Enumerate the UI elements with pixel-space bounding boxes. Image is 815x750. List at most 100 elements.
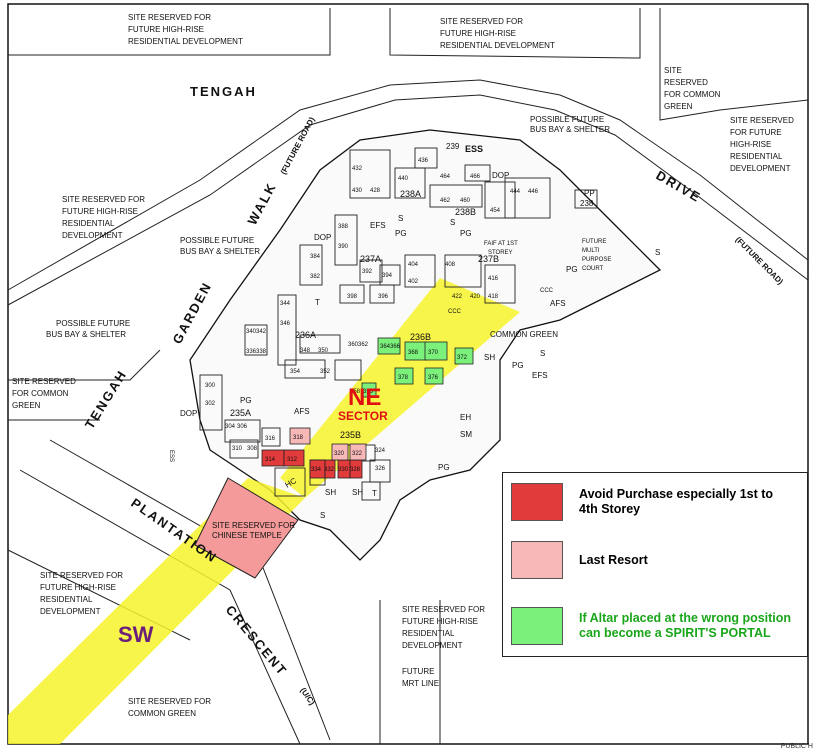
- num-312: 312: [287, 457, 298, 463]
- site-right-3: HIGH-RISE: [730, 140, 771, 149]
- t-2: T: [372, 489, 377, 498]
- site-bottom-center-1: SITE RESERVED FOR: [402, 605, 485, 614]
- site-cg-bottom-2: COMMON GREEN: [128, 709, 196, 718]
- afs-1: AFS: [294, 407, 310, 416]
- site-cg-top-2: RESERVED: [664, 78, 708, 87]
- dop-left: DOP: [180, 409, 197, 418]
- ess-left: ESS: [168, 450, 174, 462]
- block-239: 239: [446, 142, 460, 151]
- num-334: 334: [311, 467, 322, 473]
- faif-1: FAIF AT 1ST: [484, 241, 518, 247]
- s-2: S: [450, 218, 455, 227]
- temple-label-2: CHINESE TEMPLE: [212, 531, 282, 540]
- road-crescent: CRESCENT: [223, 602, 291, 679]
- num-464: 464: [440, 174, 451, 180]
- s-4: S: [540, 349, 545, 358]
- num-422: 422: [452, 294, 463, 300]
- num-344: 344: [280, 301, 291, 307]
- site-top-left-3: RESIDENTIAL DEVELOPMENT: [128, 37, 243, 46]
- num-366: 366: [390, 344, 401, 350]
- block-332: [324, 459, 336, 479]
- block-237b: 237B: [478, 254, 499, 264]
- sh-2: SH: [325, 488, 336, 497]
- site-bottom-left-1: SITE RESERVED FOR: [40, 571, 123, 580]
- num-388: 388: [338, 224, 349, 230]
- num-342: 342: [256, 329, 267, 335]
- map-frame: [7, 3, 809, 745]
- site-top-center-1: SITE RESERVED FOR: [440, 17, 523, 26]
- road-tengah-top: TENGAH: [190, 84, 257, 99]
- num-396: 396: [378, 294, 389, 300]
- site-right-2: FOR FUTURE: [730, 128, 782, 137]
- num-416: 416: [488, 276, 499, 282]
- num-460: 460: [460, 198, 471, 204]
- block-235b: 235B: [340, 430, 361, 440]
- pg-5: PG: [512, 361, 524, 370]
- num-304: 304: [225, 424, 236, 430]
- num-352: 352: [320, 369, 331, 375]
- reserved-site-labels: SITE RESERVED FOR FUTURE HIGH-RISE RESID…: [12, 13, 794, 718]
- site-bottom-center-4: DEVELOPMENT: [402, 641, 463, 650]
- num-348: 348: [300, 348, 311, 354]
- num-428: 428: [370, 188, 381, 194]
- block-group-names: 236B 236A 235A 235B 237A 237B 238A 238B …: [230, 142, 594, 440]
- bus-bay-left-2: BUS BAY & SHELTER: [46, 330, 126, 339]
- ess-top: ESS: [465, 144, 483, 154]
- site-top-left-1: SITE RESERVED FOR: [128, 13, 211, 22]
- multi-purpose-1: FUTURE: [582, 239, 606, 245]
- num-444: 444: [510, 189, 521, 195]
- num-322: 322: [352, 451, 363, 457]
- block-322: [349, 443, 367, 461]
- legend-box: Avoid Purchase especially 1st to 4th Sto…: [502, 472, 808, 657]
- num-402: 402: [408, 279, 419, 285]
- num-354: 354: [290, 369, 301, 375]
- site-left-mid-2: FUTURE HIGH-RISE: [62, 207, 138, 216]
- bus-bay-mid-1: POSSIBLE FUTURE: [180, 236, 254, 245]
- block-236b: 236B: [410, 332, 431, 342]
- block-312: [283, 449, 305, 467]
- site-cg-top-4: GREEN: [664, 102, 693, 111]
- dop-mid: DOP: [314, 233, 331, 242]
- legend-avoid: Avoid Purchase especially 1st to 4th Sto…: [511, 483, 779, 521]
- site-bottom-left-2: FUTURE HIGH-RISE: [40, 583, 116, 592]
- block-364: [377, 337, 401, 355]
- num-356: 356: [363, 389, 374, 395]
- pg-4: PG: [566, 265, 578, 274]
- building-blocks: [199, 147, 598, 501]
- num-368: 368: [408, 350, 419, 356]
- legend-last-resort-text: Last Resort: [579, 552, 648, 567]
- multi-purpose-2: MULTI: [582, 248, 600, 254]
- temple-label-1: SITE RESERVED FOR: [212, 521, 295, 530]
- avoid-blocks: [261, 449, 363, 479]
- road-walk-future: (FUTURE ROAD): [279, 115, 317, 176]
- block-236a: 236A: [295, 330, 316, 340]
- pp-label: PP: [584, 189, 595, 198]
- s-1: S: [398, 214, 403, 223]
- num-338: 338: [256, 349, 267, 355]
- num-360: 360: [348, 342, 359, 348]
- pg-1: PG: [240, 396, 252, 405]
- num-370: 370: [428, 350, 439, 356]
- bus-bay-top-1: POSSIBLE FUTURE: [530, 115, 604, 124]
- efs-2: EFS: [532, 371, 548, 380]
- ne-sector-title: NE: [348, 384, 381, 411]
- site-right-4: RESIDENTIAL: [730, 152, 783, 161]
- num-358: 358: [350, 389, 361, 395]
- block-372: [454, 347, 474, 365]
- num-364: 364: [380, 344, 391, 350]
- num-362: 362: [358, 342, 369, 348]
- legend-avoid-swatch: [511, 483, 563, 521]
- num-390: 390: [338, 244, 349, 250]
- block-237a: 237A: [360, 254, 381, 264]
- legend-portal: If Altar placed at the wrong position ca…: [511, 607, 799, 645]
- legend-portal-swatch: [511, 607, 563, 645]
- num-308: 308: [247, 446, 258, 452]
- site-cg-top-1: SITE: [664, 66, 682, 75]
- ccc-1: CCC: [448, 309, 462, 315]
- site-right-1: SITE RESERVED: [730, 116, 794, 125]
- s-5: S: [655, 248, 660, 257]
- multi-purpose-3: PURPOSE: [582, 257, 611, 263]
- amenity-labels: DOP DOP DOP PG PG PG PG PG PG EFS EFS AF…: [180, 171, 660, 520]
- num-332: 332: [324, 467, 335, 473]
- block-238a: 238A: [400, 189, 421, 199]
